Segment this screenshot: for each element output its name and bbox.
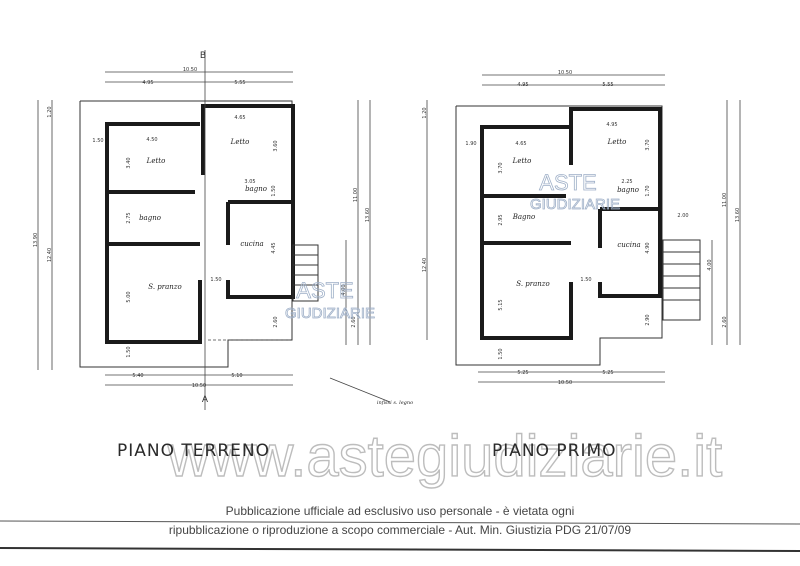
room-cucina: cucina <box>240 240 263 248</box>
room-cucina: cucina <box>617 241 640 249</box>
dim: 4.95 <box>606 122 617 128</box>
logo-text: GIUDIZIARIE <box>530 196 620 213</box>
footer-line-1: Pubblicazione ufficiale ad esclusivo uso… <box>226 504 575 518</box>
room-labels: Letto Letto bagno Bagno cucina S. pranzo <box>512 138 641 288</box>
dim: 11.00 <box>722 193 728 207</box>
room-labels: Letto Letto bagno bagno cucina S. pranzo <box>139 138 267 291</box>
aste-logo: ASTE GIUDIZIARIE <box>285 278 376 323</box>
stair-steps <box>293 254 318 286</box>
title-piano-primo: PIANO PRIMO <box>492 441 617 461</box>
dim: 5.25 <box>517 370 528 376</box>
dim: 1.50 <box>210 277 221 283</box>
dim: 4.45 <box>271 242 277 253</box>
dimension-lines <box>426 74 741 383</box>
section-mark-a: A <box>202 395 209 405</box>
dim: 4.65 <box>515 141 526 147</box>
dim: 5.55 <box>602 82 613 88</box>
outer-boundary <box>79 100 293 368</box>
dim: 5.55 <box>234 80 245 86</box>
dim: 10.50 <box>558 380 572 386</box>
room-letto: Letto <box>230 138 250 146</box>
dim: 11.00 <box>353 188 359 202</box>
title-piano-terreno: PIANO TERRENO <box>117 441 270 461</box>
walls <box>105 104 295 344</box>
dim: 2.25 <box>621 179 632 185</box>
dim: 2.90 <box>645 314 651 325</box>
dim: 5.25 <box>602 370 613 376</box>
section-mark-b: B <box>200 51 206 61</box>
dim: 10.50 <box>558 70 572 76</box>
dim: 4.50 <box>146 137 157 143</box>
note-infissi: infissi s. legno <box>377 400 413 406</box>
dim: 5.00 <box>126 291 132 302</box>
dim: 13.90 <box>33 233 39 247</box>
dim: 10.50 <box>183 67 197 73</box>
room-letto: Letto <box>146 157 166 165</box>
dim: 4.95 <box>142 80 153 86</box>
ground-floor-plan: B A infissi s. legno Letto Letto bagno b… <box>33 50 413 410</box>
dim: 5.15 <box>498 299 504 310</box>
dim: 4.00 <box>707 259 713 270</box>
dim: 12.40 <box>47 248 53 262</box>
aste-logo: ASTE GIUDIZIARIE <box>530 170 621 214</box>
dim: 10.50 <box>192 383 206 389</box>
dim: 4.90 <box>645 242 651 253</box>
room-sala-pranzo: S. pranzo <box>516 280 549 288</box>
dim: 1.50 <box>271 185 277 196</box>
dim: 2.00 <box>677 213 688 219</box>
room-bagno: bagno <box>139 214 161 222</box>
dim: 2.95 <box>498 214 504 225</box>
dim: 1.50 <box>92 138 103 144</box>
dimension-lines <box>37 50 391 410</box>
dim: 3.70 <box>498 162 504 173</box>
dim: 5.10 <box>231 373 242 379</box>
dim: 3.05 <box>244 179 255 185</box>
dimension-labels: 10.50 4.95 5.55 5.40 5.10 10.50 1.20 12.… <box>33 67 371 389</box>
footer-line-2: ripubblicazione o riproduzione a scopo c… <box>169 523 632 537</box>
walls <box>480 107 662 340</box>
room-bagno: bagno <box>245 185 267 193</box>
first-floor-plan: Letto Letto bagno Bagno cucina S. pranzo… <box>422 70 741 386</box>
room-bagno: bagno <box>617 186 639 194</box>
dim: 13.60 <box>365 208 371 222</box>
dimension-labels: 10.50 4.95 5.55 5.25 5.25 10.50 1.20 12.… <box>422 70 741 386</box>
dim: 12.40 <box>422 258 428 272</box>
room-sala-pranzo: S. pranzo <box>148 283 181 291</box>
dim: 4.65 <box>234 115 245 121</box>
dim: 1.50 <box>498 348 504 359</box>
dim: 1.50 <box>126 346 132 357</box>
room-letto: Letto <box>607 138 627 146</box>
room-letto: Letto <box>512 157 532 165</box>
scan-edge-lines <box>0 520 800 552</box>
dim: 2.60 <box>273 316 279 327</box>
stair-steps <box>663 251 700 301</box>
dim: 1.70 <box>645 185 651 196</box>
dim: 3.60 <box>273 140 279 151</box>
dim: 1.50 <box>580 277 591 283</box>
dim: 3.40 <box>126 157 132 168</box>
dim: 5.40 <box>132 373 143 379</box>
dim: 13.60 <box>735 208 741 222</box>
staircase <box>662 239 701 321</box>
logo-text: ASTE <box>539 170 596 195</box>
dim: 1.90 <box>465 141 476 147</box>
logo-text: GIUDIZIARIE <box>285 305 375 322</box>
dim: 4.95 <box>517 82 528 88</box>
dim: 1.20 <box>422 107 428 118</box>
dim: 3.70 <box>645 139 651 150</box>
watermark: www.astegiudiziarie.it <box>167 424 722 489</box>
dim: 2.75 <box>126 212 132 223</box>
dim: 2.60 <box>722 316 728 327</box>
outer-boundary <box>455 105 663 366</box>
dim: 4.00 <box>341 284 347 295</box>
room-bagno: Bagno <box>512 213 536 221</box>
dim: 2.60 <box>351 316 357 327</box>
logo-text: ASTE <box>296 278 353 303</box>
staircase <box>292 244 319 302</box>
dim: 1.20 <box>47 106 53 117</box>
